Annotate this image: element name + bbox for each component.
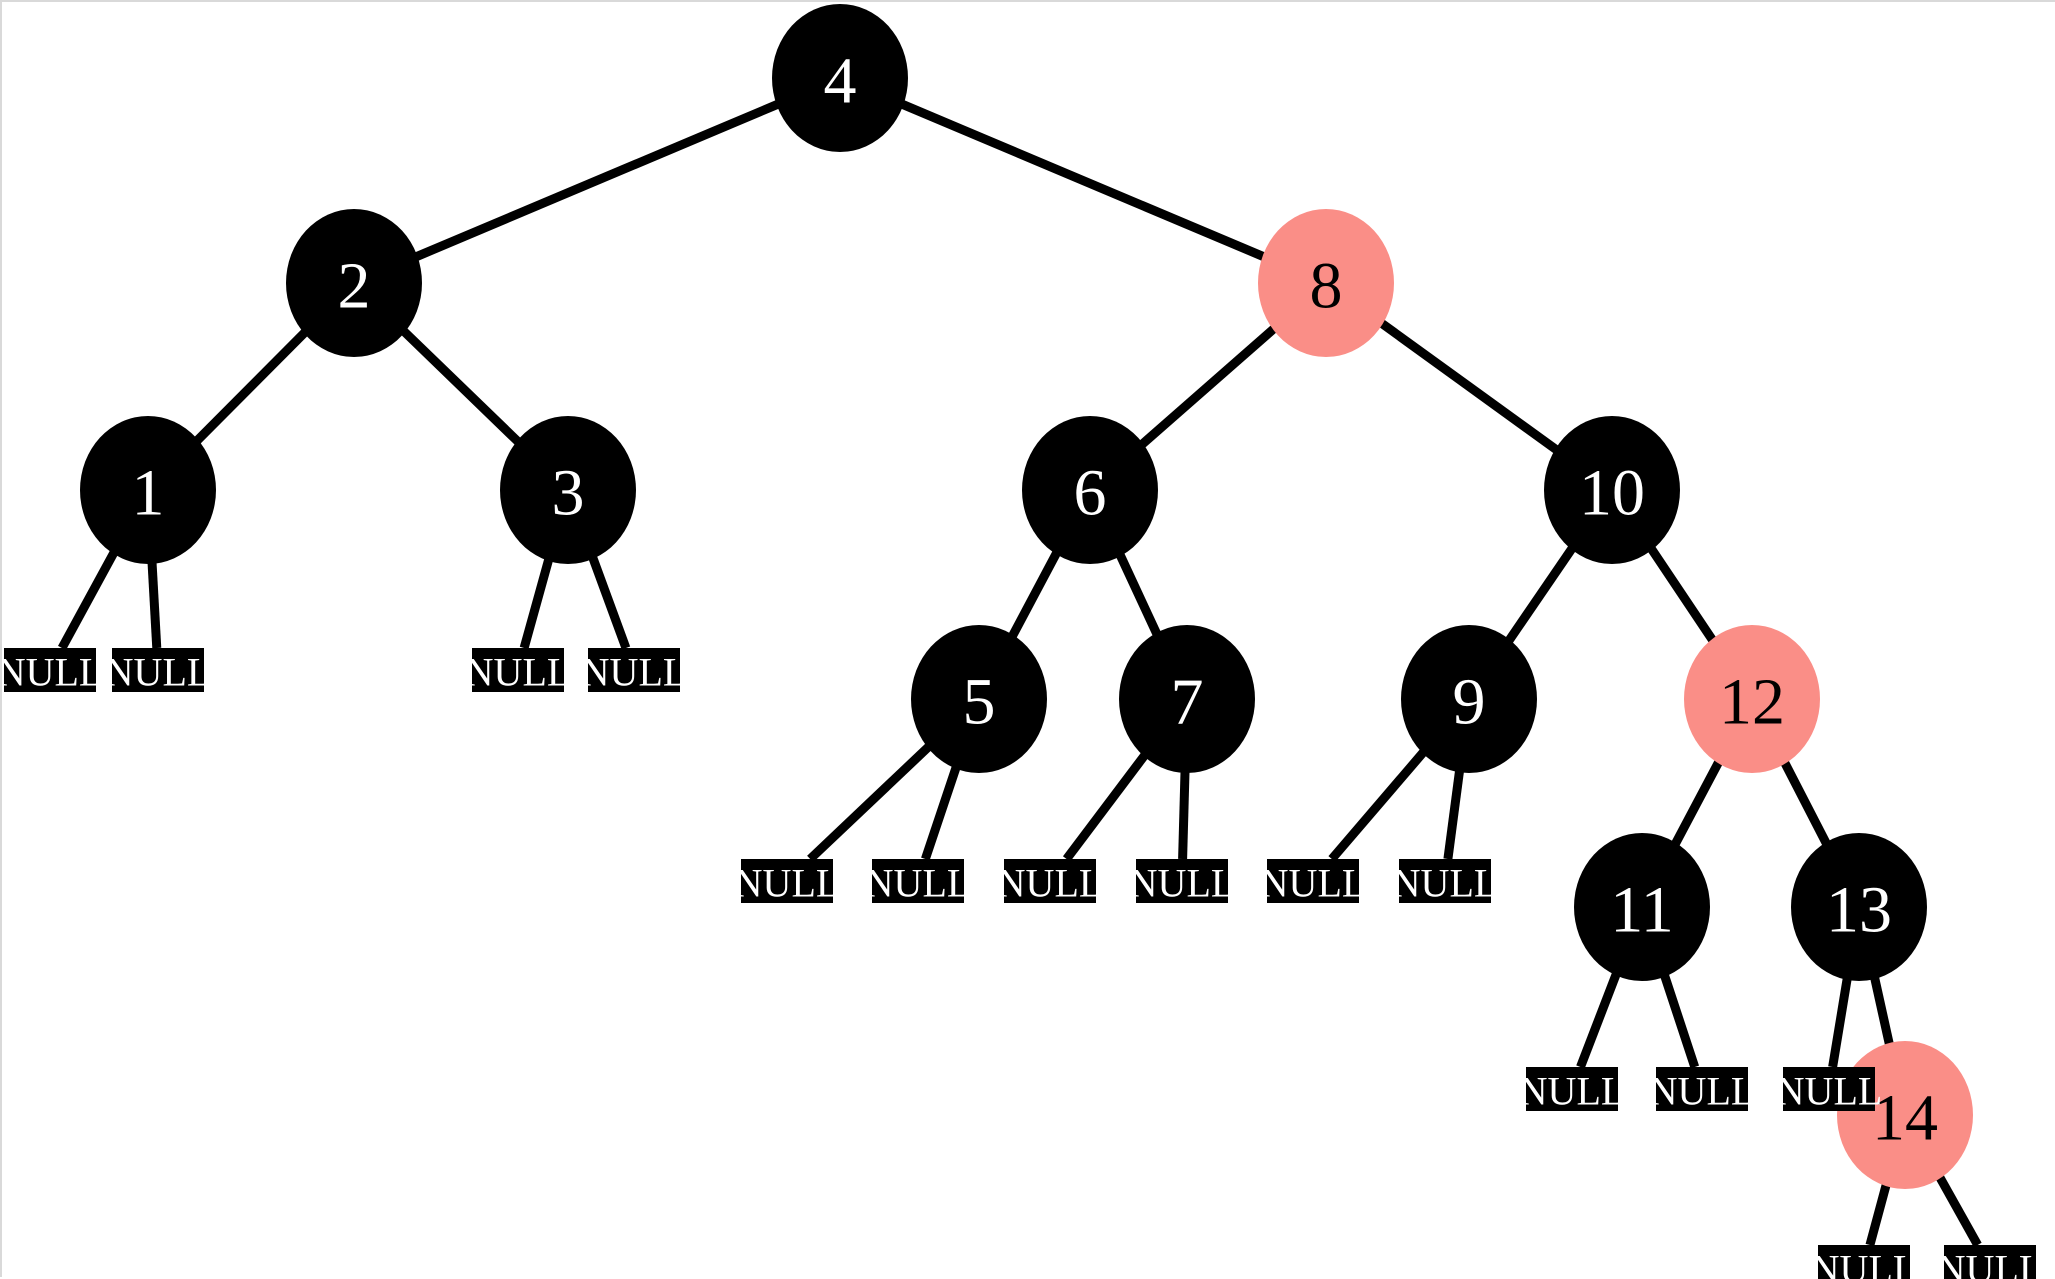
tree-edge-n12-n13	[1784, 762, 1827, 845]
node-label-11: 11	[1610, 874, 1674, 947]
null-leaf-u3: NULL	[465, 648, 572, 695]
node-label-10: 10	[1579, 457, 1645, 530]
tree-edge-n8-n10	[1381, 323, 1557, 450]
node-label-1: 1	[132, 457, 165, 530]
null-label: NULL	[1392, 861, 1499, 906]
tree-edge-n8-n6	[1141, 328, 1274, 445]
node-label-7: 7	[1171, 666, 1204, 739]
tree-edge-n14-u15	[1939, 1176, 1977, 1245]
null-label: NULL	[2, 650, 103, 695]
tree-edge-n10-n12	[1651, 548, 1713, 641]
tree-edge-n13-u13	[1833, 978, 1848, 1067]
tree-edge-n11-u12	[1664, 975, 1694, 1067]
null-leaf-u15: NULL	[1937, 1245, 2044, 1279]
tree-node-7[interactable]: 7	[1119, 625, 1255, 773]
null-label: NULL	[1937, 1247, 2044, 1279]
null-leaf-u6: NULL	[865, 859, 972, 906]
null-label: NULL	[1811, 1247, 1918, 1279]
tree-node-2[interactable]: 2	[286, 209, 422, 357]
tree-node-8[interactable]: 8	[1258, 209, 1394, 357]
tree-edge-n14-u14	[1870, 1184, 1886, 1245]
node-label-8: 8	[1310, 250, 1343, 323]
null-label: NULL	[1129, 861, 1236, 906]
node-label-2: 2	[338, 250, 371, 323]
tree-edge-n5-u6	[925, 766, 956, 859]
null-label: NULL	[1649, 1069, 1756, 1114]
tree-edge-n7-u7	[1067, 755, 1146, 859]
tree-edge-n7-u8	[1183, 771, 1185, 859]
tree-edge-n4-n2	[416, 104, 779, 257]
tree-node-9[interactable]: 9	[1401, 625, 1537, 773]
tree-edge-n5-u5	[810, 746, 929, 859]
tree-node-1[interactable]: 1	[80, 416, 216, 564]
tree-edge-n6-n7	[1120, 554, 1158, 635]
tree-edge-n11-u11	[1580, 973, 1616, 1067]
null-leaf-u4: NULL	[581, 648, 688, 695]
tree-edge-n1-u1	[62, 552, 114, 648]
tree-edge-n1-u2	[152, 562, 157, 648]
node-label-4: 4	[824, 45, 857, 118]
node-label-9: 9	[1453, 666, 1486, 739]
null-leaf-u9: NULL	[1260, 859, 1367, 906]
tree-edge-n3-u3	[524, 559, 549, 648]
tree-edge-n2-n1	[196, 332, 305, 442]
node-label-6: 6	[1074, 457, 1107, 530]
tree-node-5[interactable]: 5	[911, 625, 1047, 773]
null-leaf-u8: NULL	[1129, 859, 1236, 906]
null-leaf-u1: NULL	[2, 648, 103, 695]
tree-node-6[interactable]: 6	[1022, 416, 1158, 564]
tree-node-14[interactable]: 14	[1837, 1041, 1973, 1189]
tree-edge-n4-n8	[902, 104, 1265, 257]
node-label-12: 12	[1719, 666, 1785, 739]
tree-node-12[interactable]: 12	[1684, 625, 1820, 773]
null-label: NULL	[997, 861, 1104, 906]
tree-edge-n12-n11	[1675, 761, 1719, 845]
node-label-3: 3	[552, 457, 585, 530]
null-leaf-u5: NULL	[734, 859, 841, 906]
tree-edge-n3-u4	[592, 557, 625, 648]
tree-node-11[interactable]: 11	[1574, 833, 1710, 981]
null-leaf-u11: NULL	[1519, 1067, 1626, 1114]
null-leaf-u13: NULL	[1776, 1067, 1883, 1114]
tree-node-4[interactable]: 4	[772, 4, 908, 152]
null-label: NULL	[105, 650, 212, 695]
null-leaf-u12: NULL	[1649, 1067, 1756, 1114]
null-leaf-u2: NULL	[105, 648, 212, 695]
tree-edge-n2-n3	[403, 331, 518, 443]
null-label: NULL	[1519, 1069, 1626, 1114]
tree-edge-n13-n14	[1874, 977, 1889, 1045]
tree-edge-n6-n5	[1012, 552, 1057, 637]
null-label: NULL	[465, 650, 572, 695]
node-label-5: 5	[963, 666, 996, 739]
null-leaf-u10: NULL	[1392, 859, 1499, 906]
tree-node-3[interactable]: 3	[500, 416, 636, 564]
null-leaf-u14: NULL	[1811, 1245, 1918, 1279]
tree-edge-n9-u10	[1448, 770, 1460, 859]
tree-node-13[interactable]: 13	[1791, 833, 1927, 981]
tree-edge-n10-n9	[1508, 548, 1572, 642]
null-label: NULL	[581, 650, 688, 695]
null-label: NULL	[1260, 861, 1367, 906]
null-label: NULL	[1776, 1069, 1883, 1114]
tree-node-10[interactable]: 10	[1544, 416, 1680, 564]
null-label: NULL	[734, 861, 841, 906]
null-label: NULL	[865, 861, 972, 906]
null-leaf-u7: NULL	[997, 859, 1104, 906]
tree-edge-n9-u9	[1332, 751, 1424, 859]
node-label-13: 13	[1826, 874, 1892, 947]
